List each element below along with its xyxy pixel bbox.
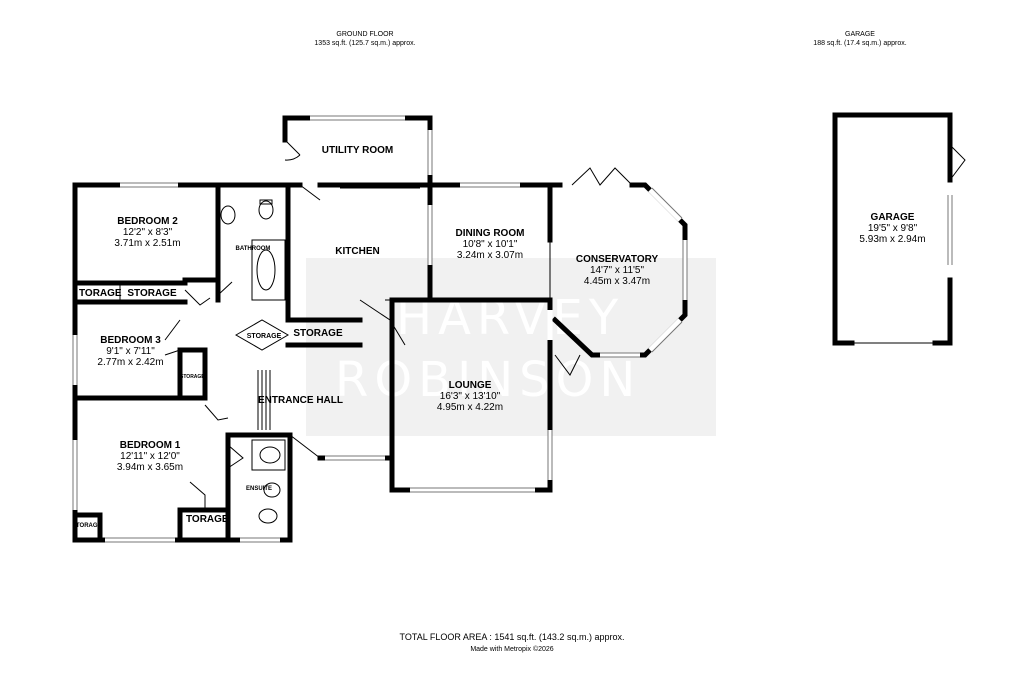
storage-label-5: STORAGE xyxy=(180,374,205,380)
bedroom-2-name: BEDROOM 2 xyxy=(117,216,178,227)
ensuite-label: ENSUITE xyxy=(244,480,274,495)
garage-metric: 5.93m x 2.94m xyxy=(859,234,926,245)
garage-area: 188 sq.ft. (17.4 sq.m.) approx. xyxy=(813,40,907,47)
garage-title: GARAGE xyxy=(845,31,875,38)
bathroom-name: BATHROOM xyxy=(235,246,271,252)
bedroom-1-metric: 3.94m x 3.65m xyxy=(116,462,184,473)
storage-label-7: TORAGE xyxy=(76,523,102,529)
lounge-name: LOUNGE xyxy=(448,380,492,391)
bedroom-3-imperial: 9'1" x 7'11" xyxy=(106,346,155,357)
garage-header: GARAGE 188 sq.ft. (17.4 sq.m.) approx. xyxy=(800,30,920,48)
garage-imperial: 19'5" x 9'8" xyxy=(867,223,918,234)
garage-walls xyxy=(832,112,966,346)
ground-floor-area: 1353 sq.ft. (125.7 sq.m.) approx. xyxy=(314,40,416,47)
storage-label-3: STORAGE xyxy=(246,333,282,340)
bathroom-walls xyxy=(215,182,293,303)
dining-name: DINING ROOM xyxy=(455,228,525,239)
bedroom-3-metric: 2.77m x 2.42m xyxy=(97,357,164,368)
bathroom-label: BATHROOM xyxy=(228,240,278,255)
bedroom-2-metric: 3.71m x 2.51m xyxy=(114,238,181,249)
conservatory-imperial: 14'7" x 11'5" xyxy=(589,265,645,276)
bedroom-1-imperial: 12'11" x 12'0" xyxy=(120,451,180,462)
kitchen-label: KITCHEN xyxy=(325,246,390,257)
storage-label-2: STORAGE xyxy=(127,288,177,299)
utility-name: UTILITY ROOM xyxy=(321,145,394,156)
ground-floor-header: GROUND FLOOR 1353 sq.ft. (125.7 sq.m.) a… xyxy=(290,30,440,48)
conservatory-name: CONSERVATORY xyxy=(575,254,659,265)
bedroom-2-imperial: 12'2" x 8'3" xyxy=(122,227,173,238)
lounge-walls xyxy=(385,297,553,493)
bedroom-3-walls xyxy=(72,281,233,543)
lounge-imperial: 16'3" x 13'10" xyxy=(439,391,501,402)
bedroom-2-walls xyxy=(72,182,221,305)
storage-label-1: TORAGE xyxy=(79,288,122,299)
conservatory-label: CONSERVATORY 14'7" x 11'5" 4.45m x 3.47m xyxy=(562,254,672,287)
ground-floor-title: GROUND FLOOR xyxy=(336,31,394,38)
watermark-line2: ROBINSON xyxy=(335,352,642,408)
ensuite-name: ENSUITE xyxy=(245,486,272,492)
dining-metric: 3.24m x 3.07m xyxy=(456,250,524,261)
bedroom-3-label: BEDROOM 3 9'1" x 7'11" 2.77m x 2.42m xyxy=(88,335,173,368)
conservatory-metric: 4.45m x 3.47m xyxy=(583,276,651,287)
conservatory-walls xyxy=(547,167,688,376)
garage-name: GARAGE xyxy=(870,212,915,223)
dining-label: DINING ROOM 10'8" x 10'1" 3.24m x 3.07m xyxy=(440,228,540,261)
utility-walls xyxy=(282,115,433,201)
dining-imperial: 10'8" x 10'1" xyxy=(462,239,518,250)
utility-label: UTILITY ROOM xyxy=(310,145,405,156)
storage-label-4: STORAGE xyxy=(293,328,343,339)
garage-label: GARAGE 19'5" x 9'8" 5.93m x 2.94m xyxy=(840,212,945,245)
lounge-metric: 4.95m x 4.22m xyxy=(436,402,504,413)
watermark-box xyxy=(306,258,716,436)
bedroom-1-walls xyxy=(72,404,293,543)
entrance-hall-label: ENTRANCE HALL xyxy=(258,395,358,406)
bedroom-1-label: BEDROOM 1 12'11" x 12'0" 3.94m x 3.65m xyxy=(100,440,200,473)
dining-walls xyxy=(427,182,553,303)
storage-label-6: TORAGE xyxy=(186,514,229,525)
entrance-hall-name: ENTRANCE HALL xyxy=(258,395,343,406)
kitchen-walls xyxy=(285,237,406,348)
kitchen-name: KITCHEN xyxy=(335,246,380,257)
lounge-label: LOUNGE 16'3" x 13'10" 4.95m x 4.22m xyxy=(420,380,520,413)
bedroom-2-label: BEDROOM 2 12'2" x 8'3" 3.71m x 2.51m xyxy=(100,216,195,249)
total-floor-area: TOTAL FLOOR AREA : 1541 sq.ft. (143.2 sq… xyxy=(399,632,625,642)
bedroom-3-name: BEDROOM 3 xyxy=(100,335,161,346)
bedroom-1-name: BEDROOM 1 xyxy=(119,440,181,451)
made-with-credit: Made with Metropix ©2026 xyxy=(470,646,554,653)
